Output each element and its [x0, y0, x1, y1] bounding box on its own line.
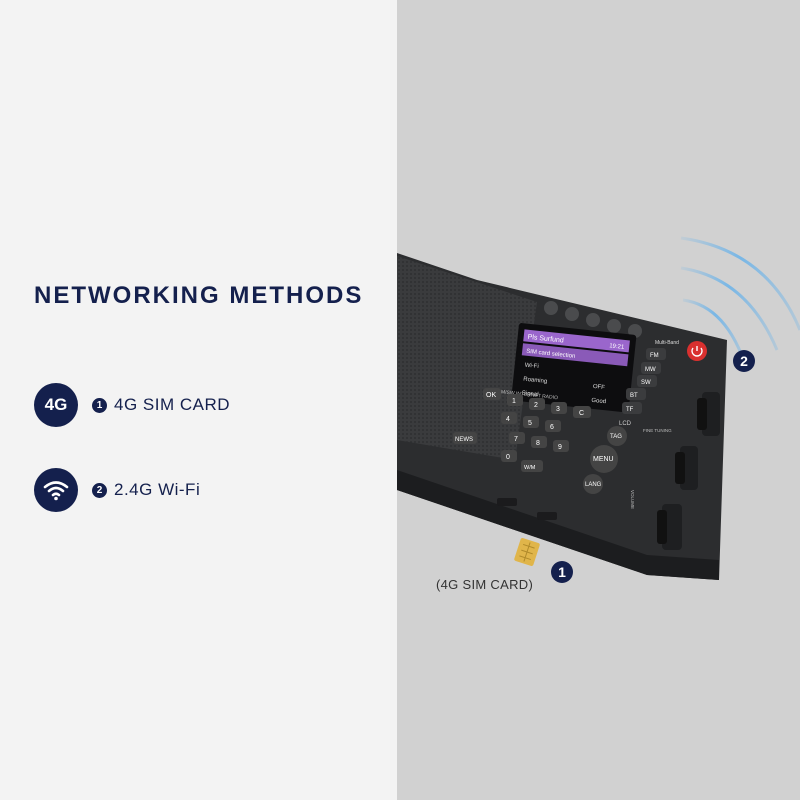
svg-text:6: 6	[550, 424, 554, 431]
band-buttons: FM MW SW BT TF	[622, 348, 666, 414]
screen-item: Wi-Fi	[524, 363, 539, 370]
callout-wifi: 2	[733, 350, 755, 372]
speaker-grille	[397, 256, 537, 460]
radio-illustration: Multi-Band Pls Surfund 19:21 SIM card se…	[397, 236, 800, 580]
svg-text:5: 5	[528, 420, 532, 427]
callout-sim: 1	[551, 561, 573, 583]
top-button	[586, 313, 600, 327]
4g-icon: 4G	[34, 383, 78, 427]
svg-text:TF: TF	[626, 407, 634, 413]
svg-text:4: 4	[506, 416, 510, 423]
number-badge: 1	[92, 397, 107, 413]
screen-value: Good	[591, 398, 606, 406]
method-wifi: 2 2.4G Wi-Fi	[34, 468, 200, 512]
svg-text:0: 0	[506, 454, 510, 461]
top-button	[607, 319, 621, 333]
screen-header: Pls Surfund	[527, 334, 564, 345]
knob	[675, 446, 698, 490]
sim-slot	[537, 512, 557, 520]
display-screen: Pls Surfund 19:21 SIM card selection Wi-…	[511, 323, 637, 413]
method-label: 2.4G Wi-Fi	[114, 480, 201, 499]
method-4g: 4G 1 4G SIM CARD	[34, 383, 230, 427]
svg-text:2: 2	[534, 402, 538, 409]
svg-text:8: 8	[536, 440, 540, 447]
svg-text:MENU: MENU	[593, 456, 614, 463]
svg-text:SW: SW	[641, 380, 651, 386]
page-title: NETWORKING METHODS	[34, 282, 364, 309]
svg-text:9: 9	[558, 444, 562, 451]
wm-key: W/M	[524, 465, 536, 471]
tag-button	[607, 426, 627, 446]
svg-text:BT: BT	[630, 393, 638, 399]
number-badge: 2	[92, 482, 107, 498]
sim-caption: (4G SIM CARD)	[436, 577, 534, 592]
top-button	[544, 301, 558, 315]
method-label: 4G SIM CARD	[114, 395, 231, 414]
svg-text:MW: MW	[645, 367, 656, 373]
knob	[697, 392, 720, 436]
volume-label: VOLUME	[630, 490, 635, 509]
news-key: NEWS	[455, 437, 473, 443]
top-button	[565, 307, 579, 321]
ok-key: OK	[486, 392, 496, 399]
svg-text:TAG: TAG	[610, 434, 622, 440]
radio-edge	[397, 470, 719, 580]
keypad: OK 1 2 3 C 4 5 6 7 8 9 0 NEWS W/M	[453, 388, 591, 472]
knob	[657, 504, 682, 550]
fine-tuning-label: FINE TUNING	[643, 428, 672, 433]
menu-button	[590, 445, 618, 473]
clear-key: C	[579, 410, 584, 417]
svg-text:FM: FM	[650, 353, 659, 359]
lang-button	[583, 474, 603, 494]
brand-label: Multi-Band	[655, 340, 679, 346]
svg-text:7: 7	[514, 436, 518, 443]
sim-card-icon	[514, 538, 540, 566]
wifi-icon	[34, 468, 78, 512]
svg-text:LANG: LANG	[585, 482, 602, 488]
sim-slot	[497, 498, 517, 506]
svg-text:3: 3	[556, 406, 560, 413]
screen-item: Signal	[521, 390, 538, 398]
screen-time: 19:21	[609, 343, 625, 351]
screen-item: Roaming	[523, 377, 548, 385]
top-button	[628, 324, 642, 338]
lcd-label: LCD	[619, 421, 632, 427]
screen-item: SIM card selection	[526, 349, 576, 360]
screen-value: OFF	[593, 384, 606, 391]
svg-text:1: 1	[512, 398, 516, 405]
